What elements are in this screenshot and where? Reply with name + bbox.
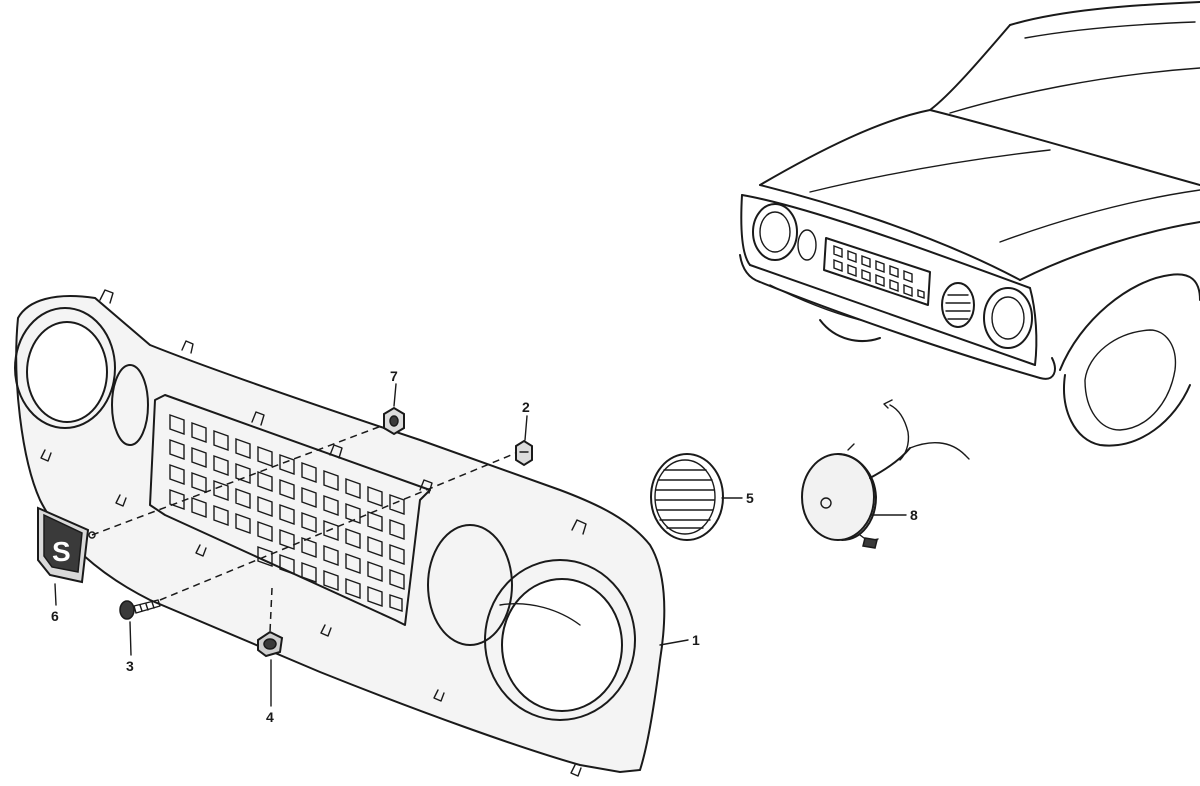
grille-mounting-tabs [40,289,587,777]
part-label-1: 1 [692,632,700,648]
nut-part-7 [383,406,405,436]
screw-part-3 [119,599,161,620]
horn-assembly [801,399,970,549]
car-grille-mesh [833,244,925,299]
grille-mesh-pattern [169,414,405,612]
part-label-3: 3 [126,658,134,674]
clip-nut-part-2 [515,439,533,467]
part-label-8: 8 [910,507,918,523]
s-emblem: S [37,506,96,584]
emblem-letter: S [52,536,71,567]
front-grille-assembly [14,289,666,777]
part-label-7: 7 [390,368,398,384]
round-grille-insert [650,453,724,541]
assembly-guide-lines [91,424,517,633]
part-label-2: 2 [522,399,530,415]
part-label-4: 4 [266,709,274,725]
part-number-labels: 1 2 3 4 5 6 7 8 [51,368,918,725]
car-front-illustration [739,1,1200,447]
clip-part-4 [257,630,284,658]
part-label-5: 5 [746,490,754,506]
leader-lines [54,383,907,707]
part-label-6: 6 [51,608,59,624]
